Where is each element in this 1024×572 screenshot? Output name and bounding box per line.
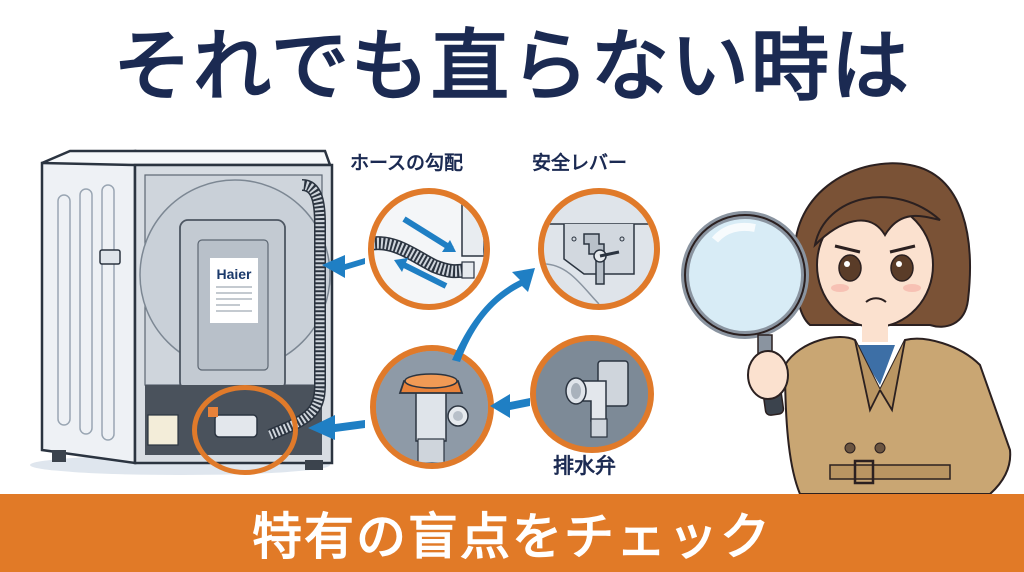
safety-lever-detail <box>538 188 660 310</box>
page-title: それでも直らない時は <box>113 22 911 112</box>
detective-character-illustration <box>680 150 1024 495</box>
drain-valve-label: 排水弁 <box>553 454 616 478</box>
hose-slope-detail <box>368 188 490 310</box>
haier-logo: Haier <box>216 266 252 282</box>
drain-outlet-detail <box>530 335 654 453</box>
bottom-banner: 特有の盲点をチェック <box>0 494 1024 572</box>
washing-machine-illustration: Haier <box>30 145 340 475</box>
drain-valve-cap-detail <box>370 345 494 469</box>
hose-slope-label: ホースの勾配 <box>350 152 464 174</box>
safety-lever-label: 安全レバー <box>532 152 628 174</box>
machine-valve-highlight <box>192 385 298 475</box>
banner-text: 特有の盲点をチェック <box>252 508 772 566</box>
